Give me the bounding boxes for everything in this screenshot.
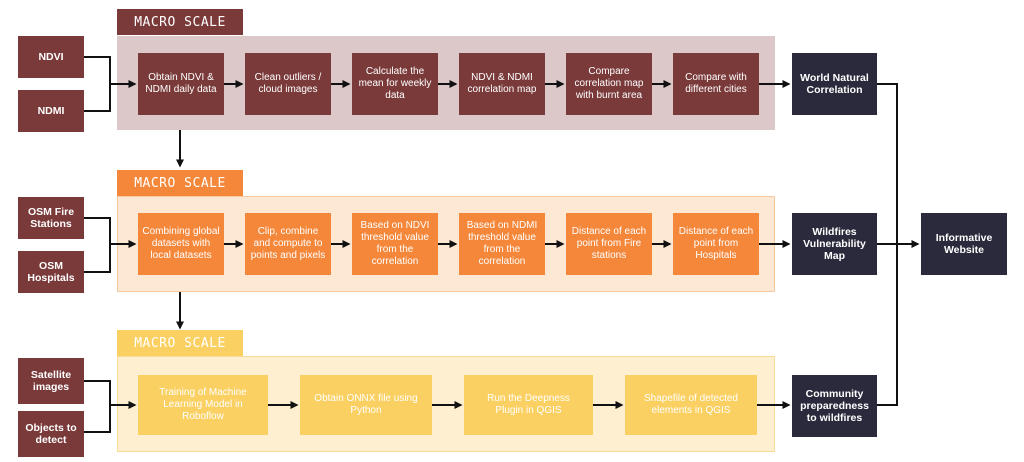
scale-tab-2: MACRO SCALE [117, 170, 243, 196]
step-r1-4: NDVI & NDMI correlation map [459, 53, 545, 115]
step-r1-5: Compare correlation map with burnt area [566, 53, 652, 115]
input-osm-fire-stations: OSM Fire Stations [18, 197, 84, 239]
edge-ndvi-merge [84, 56, 111, 84]
step-r2-5: Distance of each point from Fire station… [566, 213, 652, 275]
step-r3-4: Shapefile of detected elements in QGIS [625, 375, 757, 435]
input-satellite-images: Satellite images [18, 358, 84, 404]
edge-out3-merge [877, 244, 898, 406]
step-r2-4: Based on NDMI threshold value from the c… [459, 213, 545, 275]
step-r3-1: Training of Machine Learning Model in Ro… [138, 375, 268, 435]
input-ndvi: NDVI [18, 36, 84, 78]
edge-osmhosp-merge [84, 244, 111, 273]
step-r2-6: Distance of each point from Hospitals [673, 213, 759, 275]
output-community-preparedness: Community preparedness to wildfires [792, 375, 877, 437]
scale-tab-3: MACRO SCALE [117, 330, 243, 356]
edge-sat-merge [84, 380, 111, 405]
step-r1-2: Clean outliers / cloud images [245, 53, 331, 115]
output-informative-website: Informative Website [921, 213, 1007, 275]
step-r1-3: Calculate the mean for weekly data [352, 53, 438, 115]
step-r1-6: Compare with different cities [673, 53, 759, 115]
edge-osmfire-merge [84, 217, 111, 244]
edge-obj-merge [84, 405, 111, 433]
input-ndmi: NDMI [18, 90, 84, 132]
step-r3-3: Run the Deepness Plugin in QGIS [464, 375, 593, 435]
step-r2-3: Based on NDVI threshold value from the c… [352, 213, 438, 275]
output-world-natural-correlation: World Natural Correlation [792, 53, 877, 115]
output-wildfires-vulnerability-map: Wildfires Vulnerability Map [792, 213, 877, 275]
edge-out1-merge [877, 83, 898, 244]
input-objects-to-detect: Objects to detect [18, 411, 84, 457]
step-r1-1: Obtain NDVI & NDMI daily data [138, 53, 224, 115]
input-osm-hospitals: OSM Hospitals [18, 251, 84, 293]
edge-ndmi-merge [84, 84, 111, 112]
step-r2-2: Clip, combine and compute to points and … [245, 213, 331, 275]
step-r3-2: Obtain ONNX file using Python [300, 375, 432, 435]
step-r2-1: Combining global datasets with local dat… [138, 213, 224, 275]
scale-tab-1: MACRO SCALE [117, 9, 243, 35]
